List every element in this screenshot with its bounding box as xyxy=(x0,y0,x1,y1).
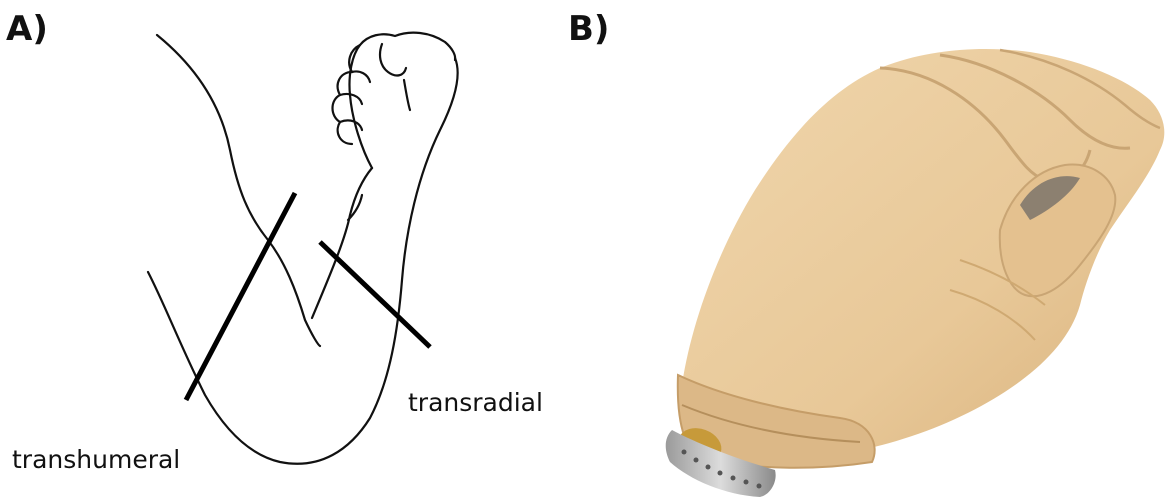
arm-amputation-diagram xyxy=(0,0,600,499)
grip-gap xyxy=(1020,176,1080,220)
hand-body xyxy=(682,49,1164,459)
transradial-cut-line xyxy=(320,242,430,347)
thumb xyxy=(1000,165,1116,297)
wrist-connector xyxy=(666,430,776,497)
transhumeral-label: transhumeral xyxy=(12,447,180,472)
wrist-gold-ring xyxy=(674,422,726,467)
palm-crease-1 xyxy=(960,260,1045,305)
fist-finger-3 xyxy=(340,120,362,130)
ring-finger xyxy=(1000,50,1160,128)
transhumeral-cut-line xyxy=(186,193,295,400)
fist-thumb xyxy=(380,44,406,75)
connector-pins xyxy=(682,450,762,489)
wrist-seam xyxy=(682,405,860,442)
index-finger xyxy=(880,68,1090,181)
wrist-cuff xyxy=(678,375,875,468)
palm-crease-2 xyxy=(950,290,1035,340)
fist-finger-1 xyxy=(352,71,370,82)
middle-finger xyxy=(940,55,1130,148)
fist-outline xyxy=(349,33,455,168)
transradial-label: transradial xyxy=(408,390,543,415)
fist-crease xyxy=(404,80,410,110)
